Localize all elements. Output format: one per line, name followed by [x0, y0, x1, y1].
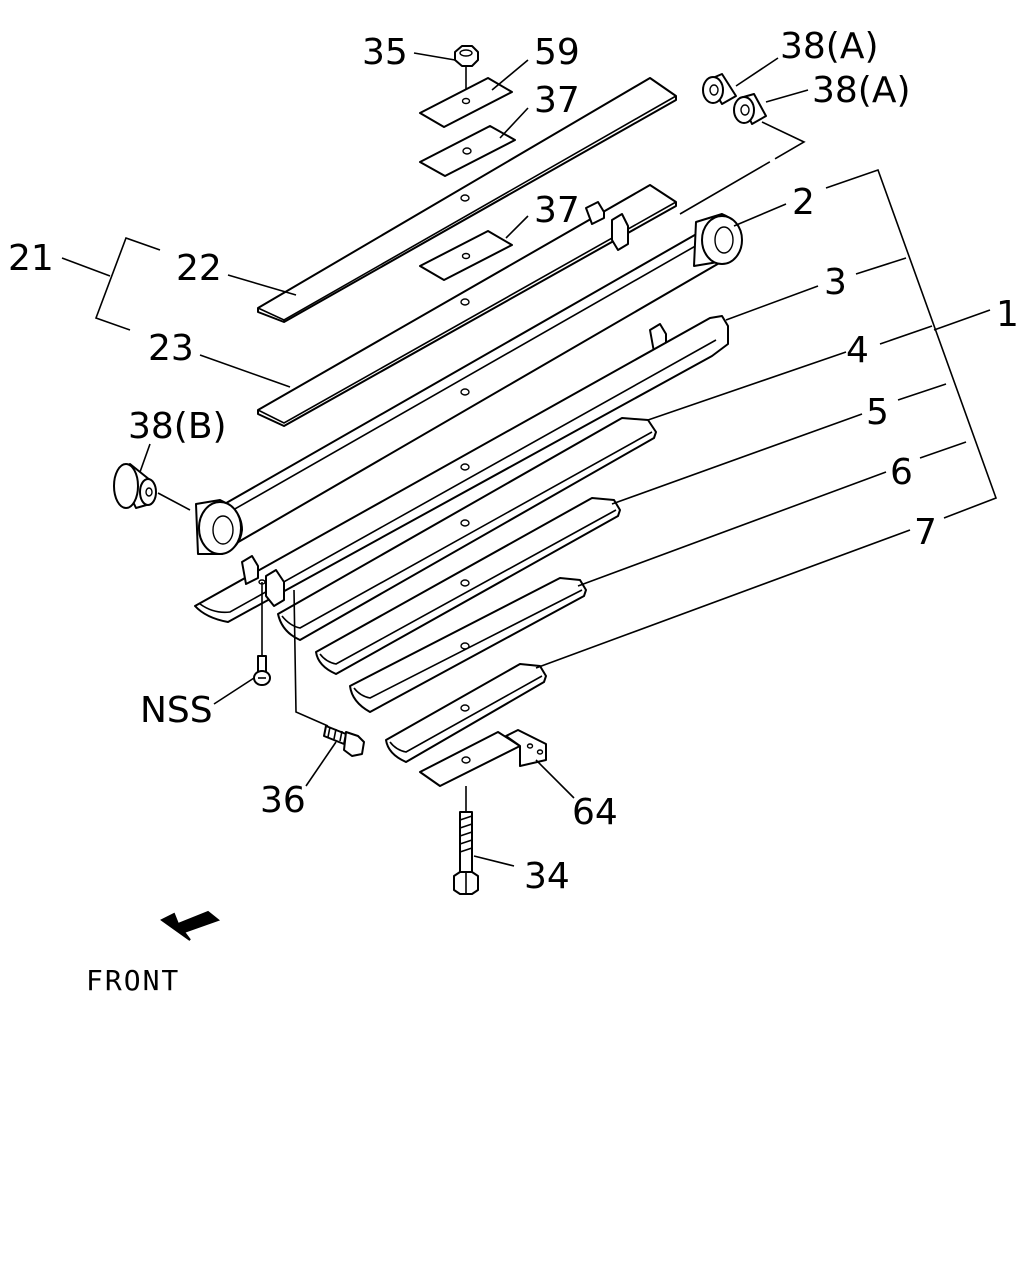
- leaf-2: [195, 213, 743, 555]
- label-35: 35: [362, 32, 408, 73]
- leader-lines: [61, 52, 998, 867]
- leaf-23: [257, 184, 677, 427]
- leaf-4: [277, 417, 657, 641]
- arrow-down-left-icon: [160, 910, 221, 941]
- label-23: 23: [148, 328, 194, 369]
- bolt-36: [293, 589, 365, 757]
- label-1: 1: [996, 294, 1019, 335]
- clip-upper-leaf-2: [585, 201, 629, 251]
- label-21: 21: [8, 238, 54, 279]
- leaf-7: [385, 663, 547, 763]
- bushing-38a-2: [733, 93, 767, 125]
- nut-35: [454, 45, 479, 97]
- label-38a-1: 38(A): [780, 26, 879, 67]
- leaf-5: [315, 497, 621, 675]
- label-nss: NSS: [140, 690, 213, 731]
- label-38a-2: 38(A): [812, 70, 911, 111]
- label-6: 6: [890, 452, 913, 493]
- label-37-lower: 37: [534, 190, 580, 231]
- label-3: 3: [824, 262, 847, 303]
- clip-left: [241, 555, 285, 607]
- leaf-22: [257, 77, 677, 323]
- label-7: 7: [914, 512, 937, 553]
- bolt-34: [453, 786, 479, 895]
- label-64: 64: [572, 792, 618, 833]
- bushing-38b: [113, 463, 157, 509]
- bushing-38a-1: [702, 73, 737, 105]
- leaf-3: [194, 315, 729, 623]
- front-label: FRONT: [86, 964, 180, 997]
- label-38b: 38(B): [128, 406, 227, 447]
- bracket-64: [419, 729, 547, 787]
- label-37-upper: 37: [534, 80, 580, 121]
- label-36: 36: [260, 780, 306, 821]
- label-22: 22: [176, 248, 222, 289]
- label-59: 59: [534, 32, 580, 73]
- label-4: 4: [846, 330, 869, 371]
- screw-nss: [253, 582, 271, 686]
- label-2: 2: [792, 182, 815, 223]
- label-5: 5: [866, 392, 889, 433]
- label-34: 34: [524, 856, 570, 897]
